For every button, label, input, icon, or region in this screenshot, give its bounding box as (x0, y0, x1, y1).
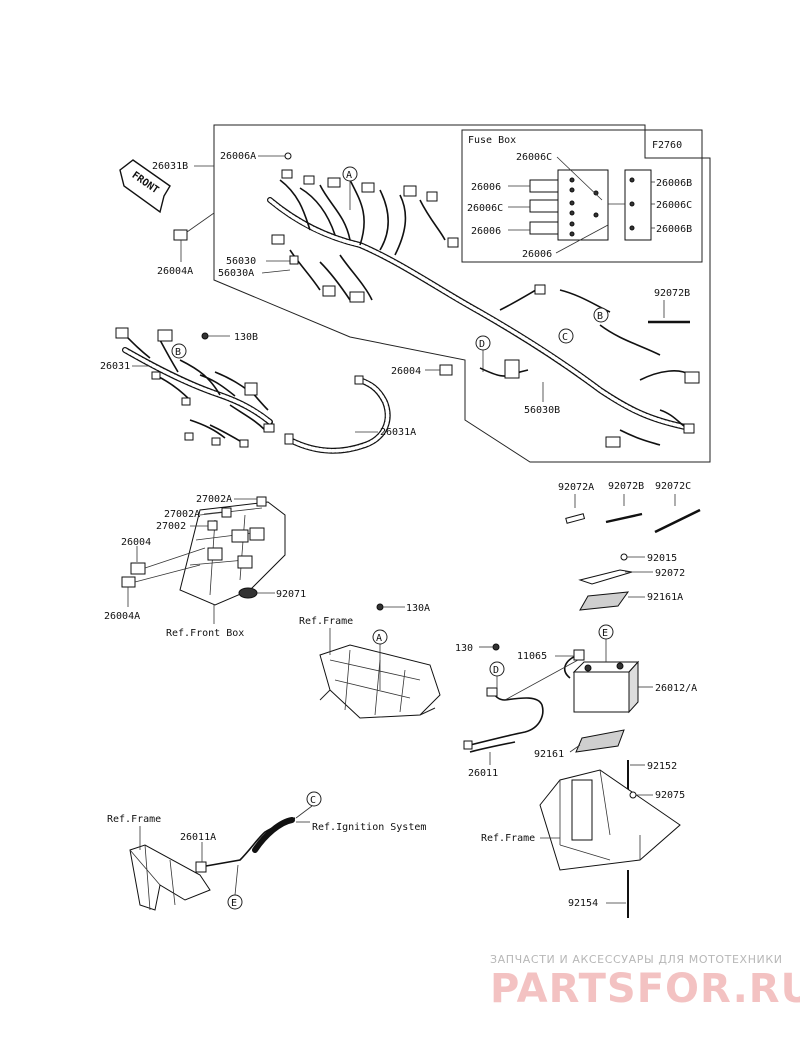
watermark-logo: PARTSFOR.RU (490, 966, 800, 1012)
svg-text:A: A (346, 170, 352, 181)
label-26011A: 26011A (180, 832, 216, 843)
label-26031: 26031 (100, 361, 130, 372)
label-92154: 92154 (568, 898, 598, 909)
fuse-label-26006B-2: 26006B (656, 224, 692, 235)
callout-b-left: B (171, 343, 187, 359)
battery-tray (539, 769, 681, 871)
svg-text:B: B (175, 347, 181, 358)
callout-c-mid: C (558, 328, 574, 344)
main-harness-frame (213, 124, 711, 463)
label-27002A-2: 27002A (164, 509, 200, 520)
callout-c-ignition: C (295, 791, 322, 819)
fuse-label-26006C-2: 26006C (467, 203, 503, 214)
svg-text:B: B (597, 311, 603, 322)
label-92075: 92075 (655, 790, 685, 801)
fuse-box-title: Fuse Box (468, 135, 516, 146)
label-130A: 130A (406, 603, 430, 614)
fuse-label-26006C-right: 26006C (656, 200, 692, 211)
battery-26012A (573, 671, 630, 713)
label-92072C: 92072C (655, 481, 691, 492)
fuse-box-inset: Fuse Box 26006C 26006 26006C 26006 26006… (461, 129, 703, 263)
label-26004A-left: 26004A (104, 611, 140, 622)
label-92161: 92161 (534, 749, 564, 760)
fuse-label-26006-2: 26006 (471, 226, 501, 237)
label-56030: 56030 (226, 256, 256, 267)
svg-text:A: A (376, 633, 382, 644)
cable-26011A (205, 817, 296, 867)
callout-e-bottom: E (227, 864, 243, 910)
label-ref-front-box: Ref.Front Box (166, 628, 244, 639)
label-27002A-1: 27002A (196, 494, 232, 505)
svg-text:E: E (231, 898, 237, 909)
svg-text:C: C (562, 332, 568, 343)
label-26004A-top: 26004A (157, 266, 193, 277)
label-ref-frame-mid: Ref.Frame (299, 616, 353, 627)
fuse-label-26006-bottom: 26006 (522, 249, 552, 260)
callout-d-mid: D (475, 335, 491, 372)
callout-e-battery: E (598, 624, 614, 662)
connector-26004-mid (439, 364, 453, 376)
label-56030B: 56030B (524, 405, 560, 416)
band-92072C (654, 508, 701, 534)
label-130B: 130B (234, 332, 258, 343)
band-92072B (605, 512, 643, 524)
svg-text:D: D (479, 339, 485, 350)
label-ref-frame-br: Ref.Frame (481, 833, 535, 844)
label-26004-left: 26004 (121, 537, 151, 548)
callout-a-top: A (342, 166, 358, 210)
callout-a-frame: A (372, 629, 388, 690)
label-11065: 11065 (517, 651, 547, 662)
svg-text:C: C (310, 795, 316, 806)
label-130: 130 (455, 643, 473, 654)
label-26011: 26011 (468, 768, 498, 779)
svg-text:D: D (493, 665, 499, 676)
connector-26004A-top (173, 229, 188, 241)
fuse-label-26006-1: 26006 (471, 182, 501, 193)
harness-26031A (284, 375, 391, 454)
label-26006A: 26006A (220, 151, 256, 162)
callout-b-mid: B (593, 307, 609, 323)
band-92072A (565, 513, 586, 524)
battery-section (539, 569, 681, 918)
label-92072A: 92072A (558, 482, 594, 493)
cable-26011 (463, 687, 544, 753)
label-26031A: 26031A (380, 427, 416, 438)
front-box-assembly (121, 496, 286, 606)
label-92072B-top: 92072B (654, 288, 690, 299)
fuse-label-26006C-top: 26006C (516, 152, 552, 163)
bottom-left-frame (129, 844, 211, 911)
label-27002: 27002 (156, 521, 186, 532)
label-ref-ignition: Ref.Ignition System (312, 822, 426, 833)
label-ref-frame-bl: Ref.Frame (107, 814, 161, 825)
main-harness-26031B (267, 169, 700, 448)
label-92152: 92152 (647, 761, 677, 772)
svg-text:E: E (602, 628, 608, 639)
fuse-label-26006B-1: 26006B (656, 178, 692, 189)
label-56030A: 56030A (218, 268, 254, 279)
label-92015: 92015 (647, 553, 677, 564)
label-92072B: 92072B (608, 481, 644, 492)
label-26012A: 26012/A (655, 683, 697, 694)
callout-d-cable: D (489, 659, 579, 701)
label-26004-mid: 26004 (391, 366, 421, 377)
label-92071: 92071 (276, 589, 306, 600)
label-26031B: 26031B (152, 161, 188, 172)
watermark-tagline: ЗАПЧАСТИ И АКСЕССУАРЫ ДЛЯ МОТОТЕХНИКИ (490, 953, 783, 966)
harness-26031 (115, 327, 275, 448)
label-92072: 92072 (655, 568, 685, 579)
label-92161A: 92161A (647, 592, 683, 603)
figure-ref-code: F2760 (652, 140, 682, 151)
